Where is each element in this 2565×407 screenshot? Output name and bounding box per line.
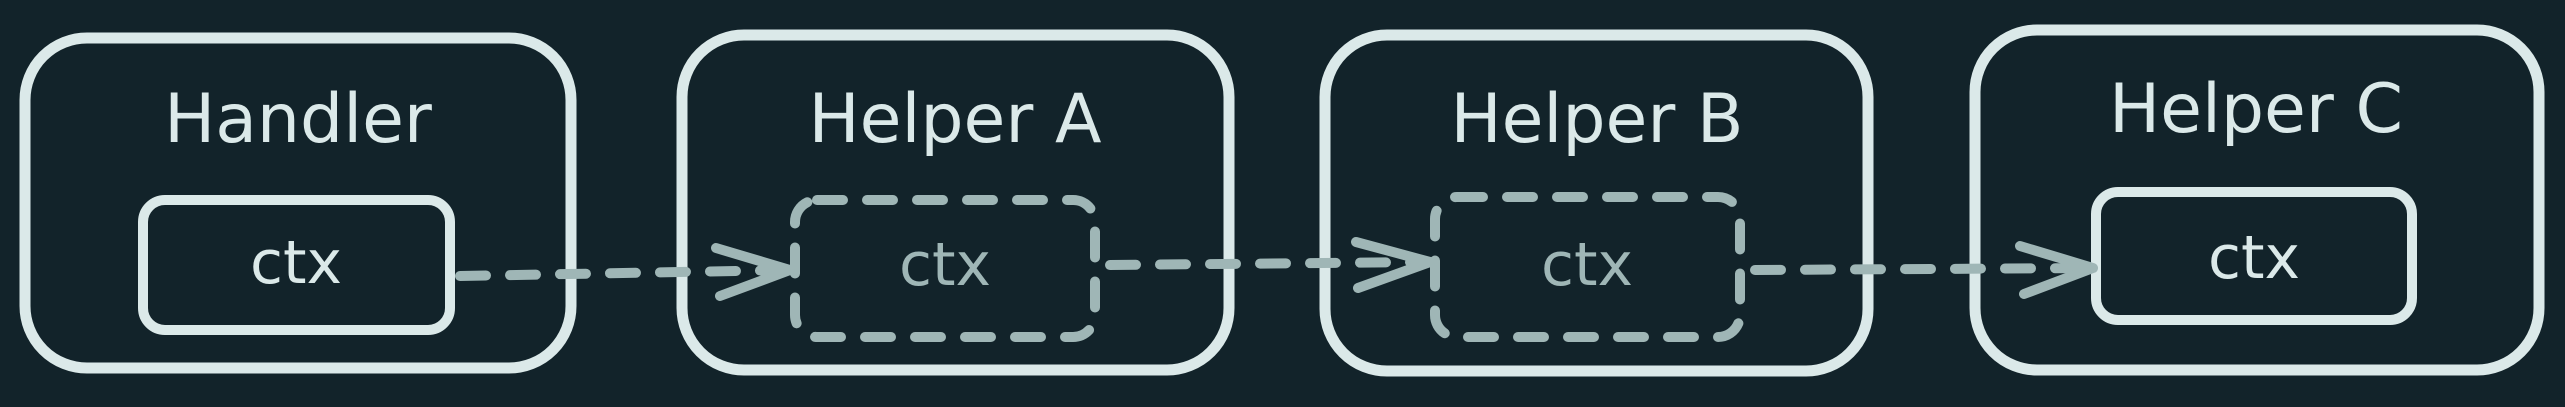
- node-helper-b: Helper B ctx: [1319, 29, 1874, 377]
- arrow-line: [1750, 263, 2098, 275]
- node-title: Handler: [164, 80, 432, 159]
- node-helper-a: Helper A ctx: [676, 29, 1235, 376]
- node-title: Helper A: [809, 80, 1102, 159]
- ctx-box-dashed: [1430, 192, 1745, 342]
- node-box: [1319, 29, 1874, 377]
- edge-helper-a-to-helper-b: [1105, 237, 1435, 293]
- ctx-label: ctx: [250, 228, 342, 298]
- node-box: [19, 32, 577, 374]
- edge-helper-b-to-helper-c: [1750, 241, 2098, 299]
- ctx-box: [138, 195, 455, 335]
- ctx-label: ctx: [2208, 223, 2300, 293]
- node-box: [1969, 24, 2545, 376]
- node-title: Helper B: [1450, 80, 1743, 159]
- ctx-label: ctx: [1541, 230, 1633, 300]
- ctx-box: [2091, 187, 2417, 325]
- node-title: Helper C: [2109, 70, 2403, 149]
- node-helper-c: Helper C ctx: [1969, 24, 2545, 376]
- arrow-line: [455, 265, 795, 281]
- edge-handler-to-helper-a: [455, 243, 795, 301]
- arrow-head: [711, 243, 795, 301]
- node-handler: Handler ctx: [19, 32, 577, 374]
- arrow-head: [1351, 237, 1435, 293]
- ctx-box-dashed: [790, 195, 1100, 342]
- arrow-head: [2015, 241, 2098, 299]
- node-box: [676, 29, 1235, 376]
- ctx-label: ctx: [899, 230, 991, 300]
- arrow-line: [1105, 257, 1435, 270]
